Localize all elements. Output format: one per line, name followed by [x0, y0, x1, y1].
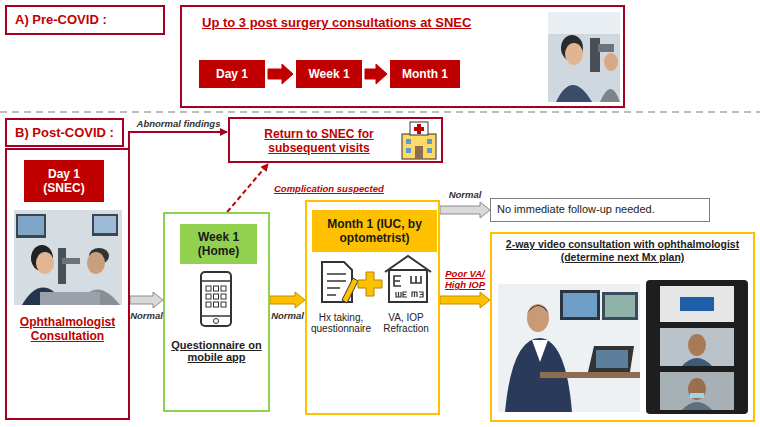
stage-box: Questionnaire on mobile app Week 1 (Home) — [163, 212, 270, 412]
node-text: Day 1 — [216, 67, 248, 81]
node-text: Day 1 (SNEC) — [28, 167, 100, 195]
edge-label: Normal — [271, 310, 304, 321]
node-text: Week 1 — [308, 67, 349, 81]
edge-label: Normal — [130, 310, 163, 321]
node-text: Ophthalmologist Consultation — [11, 315, 124, 343]
connector-line — [129, 132, 227, 148]
phone-icon — [201, 272, 231, 326]
outcome-box: No immediate follow-up needed. — [490, 198, 710, 222]
node-text: 2-way video consultation with ophthalmol… — [498, 238, 747, 264]
edge-label: Normal — [449, 189, 482, 200]
block-arrow — [440, 292, 490, 308]
node-text: Month 1 (IUC, by optometrist) — [316, 217, 433, 245]
section-frame: Up to 3 post surgery consultations at SN… — [180, 5, 625, 108]
video-call-photo — [498, 284, 640, 412]
node-text: Week 1 (Home) — [184, 230, 253, 258]
plus-sign — [358, 272, 382, 296]
node-text: B) Post-COVID : — [15, 125, 114, 140]
block-arrow — [268, 64, 293, 84]
section-separator — [0, 111, 760, 113]
section-label: A) Pre-COVID : — [5, 5, 165, 35]
edge-label: Poor VA/ High IOP — [442, 268, 488, 290]
block-arrow — [440, 202, 490, 218]
consultation-photo — [14, 210, 122, 305]
node-text: Month 1 — [402, 67, 448, 81]
visit-box: Day 1 — [199, 60, 265, 88]
stage-box: Hx taking, questionnaireVA, IOP Refracti… — [305, 200, 440, 415]
exam-photo — [548, 12, 620, 102]
video-box: 2-way video consultation with ophthalmol… — [490, 232, 755, 422]
node-text: Questionnaire on mobile app — [169, 339, 264, 363]
eye-chart-icon — [385, 256, 431, 302]
edge-label: Complication suspected — [274, 183, 384, 194]
connector-line — [227, 164, 268, 212]
block-arrow — [365, 64, 387, 84]
block-arrow — [270, 292, 305, 308]
stage-header: Week 1 (Home) — [180, 224, 257, 264]
video-screen — [646, 280, 748, 414]
stage-header: Month 1 (IUC, by optometrist) — [312, 210, 437, 252]
document-icon — [322, 262, 358, 303]
hospital-icon — [402, 122, 436, 159]
visit-box: Month 1 — [390, 60, 460, 88]
visit-box: Week 1 — [296, 60, 362, 88]
return-box: Return to SNEC for subsequent visits — [228, 117, 443, 163]
node-text: Up to 3 post surgery consultations at SN… — [202, 15, 542, 30]
node-text: Return to SNEC for subsequent visits — [238, 127, 400, 155]
node-text: A) Pre-COVID : — [15, 12, 155, 27]
section-label: B) Post-COVID : — [5, 118, 124, 147]
edge-label: Abnormal findings — [137, 118, 221, 129]
block-arrow — [130, 292, 163, 308]
stage-box: Ophthalmologist Consultation Day 1 (SNEC) — [5, 148, 130, 420]
node-text: No immediate follow-up needed. — [497, 203, 703, 215]
node-text: VA, IOP Refraction — [374, 312, 438, 334]
node-text: Hx taking, questionnaire — [309, 312, 373, 334]
stage-header: Day 1 (SNEC) — [24, 160, 104, 202]
